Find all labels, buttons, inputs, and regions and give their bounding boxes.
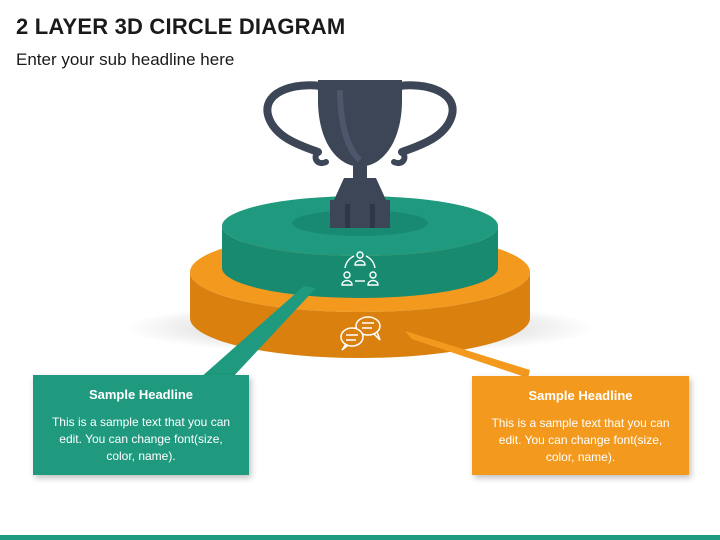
bottom-accent-bar	[0, 535, 720, 540]
callout-left-body: This is a sample text that you can edit.…	[51, 415, 231, 463]
callout-right-body: This is a sample text that you can edit.…	[491, 416, 670, 464]
callout-right: Sample Headline This is a sample text th…	[472, 376, 689, 475]
chat-bubbles-icon	[340, 316, 381, 351]
callout-left: Sample Headline This is a sample text th…	[33, 375, 249, 475]
page-title: 2 LAYER 3D CIRCLE DIAGRAM	[16, 14, 346, 39]
top-layer-side	[222, 226, 498, 298]
team-cycle-icon	[341, 251, 379, 286]
callout-left-headline: Sample Headline	[88, 387, 194, 402]
left-connector	[200, 286, 316, 378]
bottom-layer-side	[190, 272, 530, 358]
callout-right-headline: Sample Headline	[528, 388, 633, 403]
right-connector	[405, 331, 530, 378]
trophy-icon	[263, 80, 457, 228]
page-subtitle: Enter your sub headline here	[16, 50, 235, 69]
